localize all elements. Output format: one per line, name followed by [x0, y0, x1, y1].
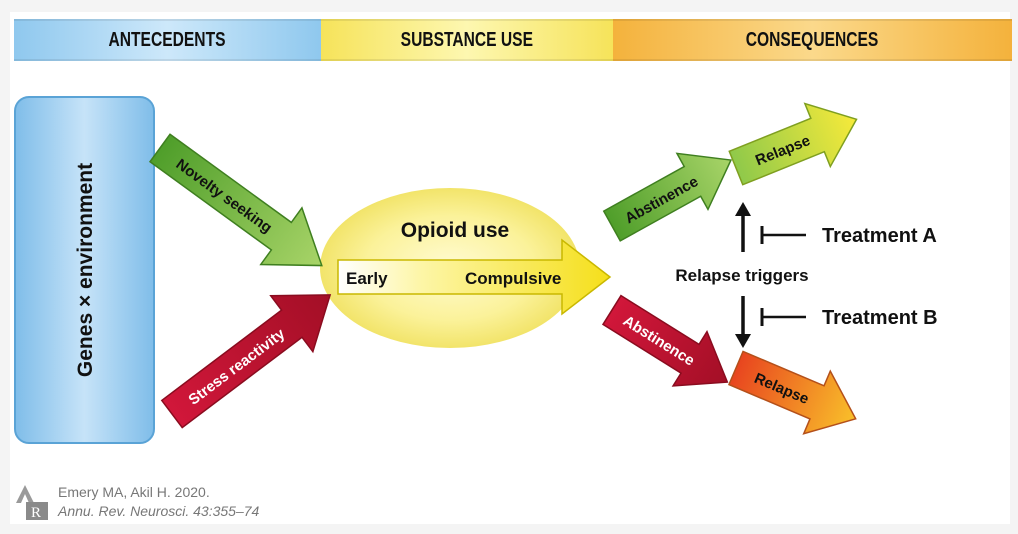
genes-environment-box: Genes × environment [14, 96, 155, 444]
header-substance-use: SUBSTANCE USE [321, 19, 613, 61]
header-antecedents: ANTECEDENTS [14, 19, 321, 61]
stress-reactivity-label: Stress reactivity [185, 325, 288, 409]
early-label: Early [346, 269, 388, 288]
abstinence-top-arrow: Abstinence [602, 152, 733, 242]
novelty-seeking-label: Novelty seeking [173, 156, 275, 237]
relapse-bottom-arrow: Relapse [727, 350, 857, 435]
abstinence-bottom-arrow: Abstinence [601, 294, 729, 387]
trigger-up-arrow [735, 202, 751, 252]
treatment-a-label: Treatment A [822, 225, 937, 247]
svg-text:R: R [31, 505, 41, 521]
treatment-b-label: Treatment B [822, 307, 938, 329]
early-compulsive-arrow: Early Compulsive [337, 238, 612, 316]
citation-authors: Emery MA, Akil H. 2020. [58, 484, 210, 500]
treatment-b-inhibitor [760, 308, 806, 326]
annual-reviews-logo-icon: R [14, 483, 52, 521]
genes-environment-label: Genes × environment [74, 163, 97, 377]
relapse-triggers-label: Relapse triggers [675, 266, 808, 285]
trigger-down-arrow [735, 296, 751, 348]
treatment-a-inhibitor [760, 226, 806, 244]
opioid-use-title: Opioid use [401, 219, 510, 242]
header-consequences: CONSEQUENCES [613, 19, 1012, 61]
stress-reactivity-arrow: Stress reactivity [160, 294, 332, 429]
relapse-top-arrow: Relapse [728, 102, 858, 186]
citation-journal: Annu. Rev. Neurosci. 43:355–74 [58, 503, 260, 519]
compulsive-label: Compulsive [465, 269, 561, 288]
citation: R Emery MA, Akil H. 2020. Annu. Rev. Neu… [14, 482, 259, 522]
novelty-seeking-arrow: Novelty seeking [148, 133, 323, 267]
